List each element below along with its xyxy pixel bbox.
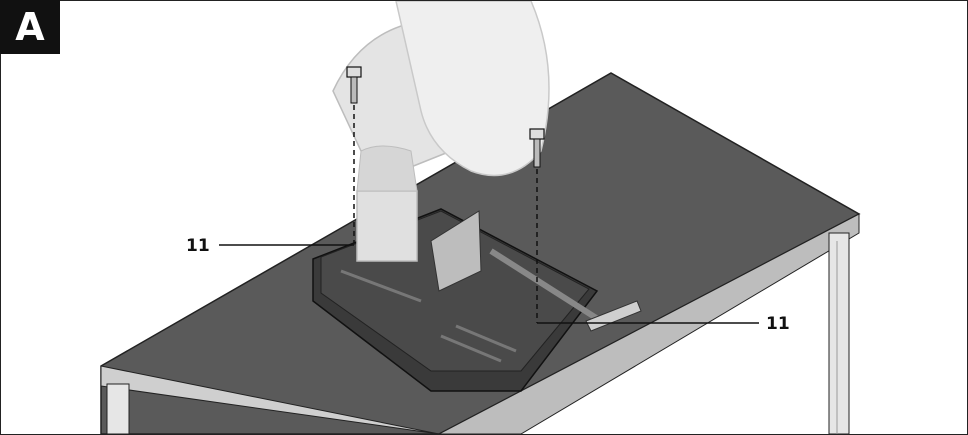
figure-tag: A bbox=[0, 0, 60, 54]
table-edge-right bbox=[438, 213, 860, 434]
table-edge-front bbox=[100, 365, 440, 434]
saw-blade-guard bbox=[395, 1, 550, 177]
saw-fence bbox=[430, 210, 482, 292]
table-leg-left bbox=[106, 383, 130, 434]
saw-pivot-column bbox=[356, 190, 418, 262]
callout-label-left: 11 bbox=[186, 236, 210, 256]
bolt-right bbox=[529, 128, 545, 168]
bolt-left bbox=[346, 66, 362, 104]
callout-label-right: 11 bbox=[766, 314, 790, 334]
table-leg-right bbox=[828, 232, 850, 434]
